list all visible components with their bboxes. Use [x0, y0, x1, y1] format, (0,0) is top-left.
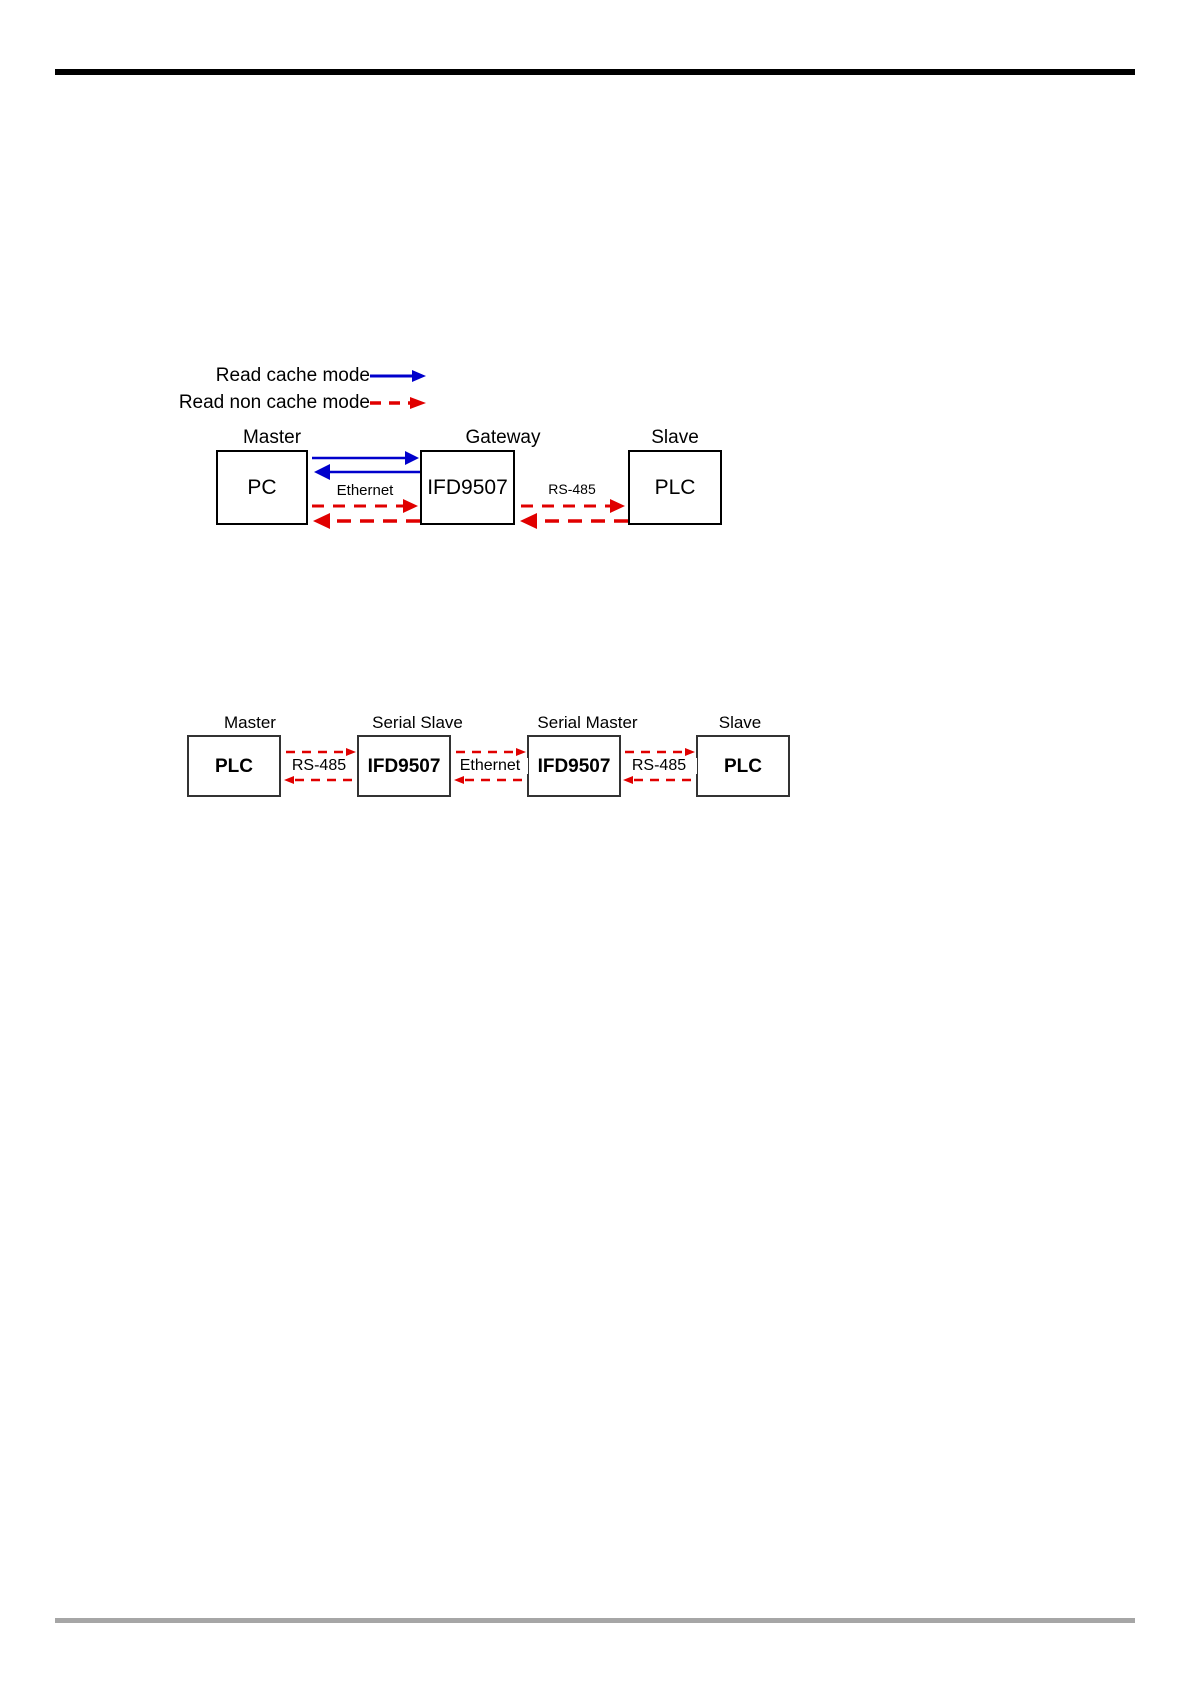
caption-slave-d2: Slave [718, 713, 762, 732]
arrow-plc-to-serialmaster-return [623, 776, 691, 784]
caption-master-d2: Master [224, 713, 276, 732]
node-box-ifd9507-gateway[interactable]: IFD9507 [420, 450, 515, 525]
page-bottom-rule [55, 1618, 1135, 1623]
node-label-plc-slave-d2: PLC [724, 755, 762, 777]
caption-serial-master-d2: Serial Master [537, 713, 638, 732]
arrow-serialmaster-to-plc-forward [625, 748, 695, 756]
node-label-plc-slave: PLC [654, 476, 696, 499]
node-box-ifd9507-serial-master[interactable]: IFD9507 [527, 735, 621, 797]
link-label-ethernet-d2: Ethernet [452, 758, 528, 774]
legend-solid-arrow-icon [370, 370, 426, 382]
link-label-rs485-right-d2: RS-485 [621, 758, 697, 774]
node-label-ifd9507-serial-slave: IFD9507 [367, 755, 441, 777]
node-box-pc[interactable]: PC [216, 450, 308, 525]
legend-item-read-non-cache-mode: Read non cache mode [130, 392, 430, 414]
node-label-ifd9507-serial-master: IFD9507 [537, 755, 611, 777]
node-label-pc: PC [247, 476, 277, 499]
node-box-plc-master-d2[interactable]: PLC [187, 735, 281, 797]
legend-dashed-arrow-icon [370, 397, 426, 409]
link-label-ethernet-d1: Ethernet [311, 483, 419, 498]
node-label-plc-master-d2: PLC [215, 755, 253, 777]
caption-slave-d1: Slave [651, 427, 699, 448]
legend-item-read-cache-mode: Read cache mode [130, 365, 430, 387]
node-box-plc-slave-d2[interactable]: PLC [696, 735, 790, 797]
caption-gateway-d1: Gateway [465, 427, 541, 448]
link-label-rs485-d1: RS-485 [520, 482, 624, 496]
arrow-serialslave-to-serialmaster-forward [456, 748, 526, 756]
caption-master-d1: Master [242, 427, 302, 448]
node-box-ifd9507-serial-slave[interactable]: IFD9507 [357, 735, 451, 797]
caption-serial-slave-d2: Serial Slave [372, 713, 463, 732]
legend-label-read-non-cache-mode: Read non cache mode [178, 392, 370, 413]
node-box-plc-slave[interactable]: PLC [628, 450, 722, 525]
link-label-rs485-left-d2: RS-485 [282, 758, 356, 774]
node-label-ifd9507-gateway: IFD9507 [427, 476, 508, 499]
arrow-serialslave-to-plc-return [284, 776, 352, 784]
page-top-rule [55, 69, 1135, 75]
legend-label-read-cache-mode: Read cache mode [215, 365, 370, 386]
arrow-serialmaster-to-serialslave-return [454, 776, 522, 784]
arrow-plc-to-serialslave-forward [286, 748, 356, 756]
